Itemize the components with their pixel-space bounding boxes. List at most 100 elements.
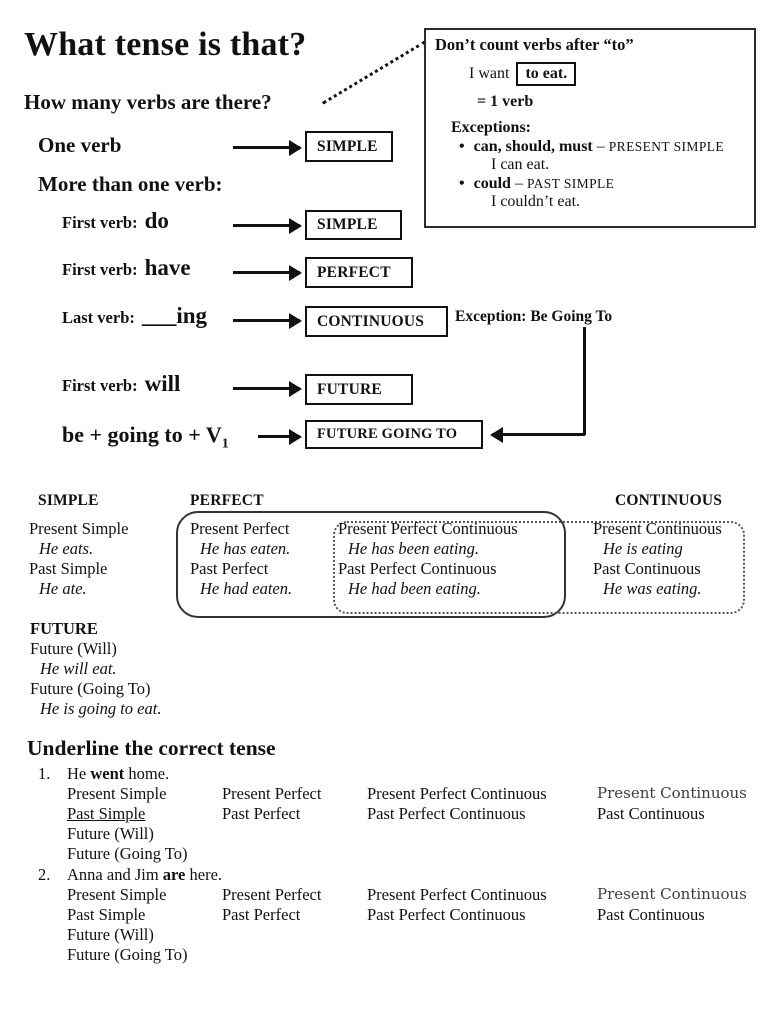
tense-name: Present Perfect (190, 519, 290, 538)
bullet-1-verbs: can, should, must (473, 138, 593, 155)
exercise-heading: Underline the correct tense (27, 736, 276, 760)
result-box-perfect: PERFECT (305, 257, 413, 288)
more-than-one-verb-label: More than one verb: (38, 172, 223, 196)
note-box-exceptions-label: Exceptions: (451, 119, 531, 136)
flow-row-do-label: First verb: do (62, 208, 169, 234)
exercise-item-1-options-row-3: Future (Will) (0, 824, 768, 844)
sentence-post: home. (124, 764, 170, 783)
option-past-simple: Past Simple (67, 905, 146, 924)
tense-example: He had been eating. (348, 579, 481, 598)
flow-row-goingto-subscript: 1 (221, 436, 229, 452)
option-past-perfect: Past Perfect (222, 804, 301, 823)
arrow-right-icon (233, 217, 302, 234)
tense-name: Past Simple (29, 559, 108, 578)
tense-name: Past Continuous (593, 559, 701, 578)
option-present-perfect: Present Perfect (222, 885, 322, 904)
tense-name: Future (Will) (30, 639, 117, 658)
option-past-simple-underlined: Past Simple (67, 804, 146, 823)
chart-header-perfect: PERFECT (190, 492, 264, 509)
option-past-perfect: Past Perfect (222, 905, 301, 924)
chart-header-simple: SIMPLE (38, 492, 99, 509)
option-future-will: Future (Will) (67, 824, 154, 843)
exercise-item-1-sentence-line: 1. He went home. (0, 764, 768, 784)
result-box-future: FUTURE (305, 374, 413, 405)
future-section: FUTURE Future (Will) He will eat. Future… (30, 619, 161, 719)
question-heading: How many verbs are there? (24, 90, 272, 114)
tense-name: Past Perfect (190, 559, 269, 578)
bullet-2-dash: – (514, 175, 523, 192)
flow-row-goingto-label: be + going to + V1 (62, 422, 229, 452)
flow-row-will-prefix: First verb: (62, 376, 138, 395)
flow-row-do-verb: do (144, 208, 169, 233)
bullet-2-verbs: could (473, 175, 511, 192)
perfect-group-outline (176, 511, 566, 618)
option-present-continuous: Present Continuous (597, 784, 747, 802)
tense-example: He is going to eat. (40, 699, 162, 718)
note-box-example-boxed: to eat. (516, 62, 577, 86)
option-past-perfect-continuous: Past Perfect Continuous (367, 905, 526, 924)
option-present-perfect-continuous: Present Perfect Continuous (367, 885, 547, 904)
bullet-1-dash: – (596, 138, 605, 155)
note-box: Don’t count verbs after “to” I want to e… (424, 28, 756, 228)
sentence-verb: are (162, 865, 186, 884)
tense-column-perfect-continuous: Present Perfect Continuous He has been e… (338, 519, 518, 599)
exercise-item-2-options-row-3: Future (Will) (0, 925, 768, 945)
bullet-1-tense: PRESENT SIMPLE (608, 139, 725, 154)
option-present-continuous: Present Continuous (597, 885, 747, 903)
item-sentence: He went home. (67, 764, 169, 784)
arrow-right-icon (233, 380, 302, 397)
tense-name: Past Perfect Continuous (338, 559, 497, 578)
result-box-simple-2: SIMPLE (305, 210, 402, 240)
exception-label: Exception: Be Going To (455, 308, 613, 325)
one-verb-label: One verb (38, 133, 122, 157)
flow-row-will-label: First verb: will (62, 371, 180, 397)
note-box-heading: Don’t count verbs after “to” (435, 35, 634, 54)
tense-column-simple: Present Simple He eats. Past Simple He a… (29, 519, 128, 599)
tense-name: Present Perfect Continuous (338, 519, 518, 538)
sentence-pre: Anna and Jim (67, 865, 163, 884)
arrow-right-icon (258, 428, 302, 445)
tense-column-perfect: Present Perfect He has eaten. Past Perfe… (190, 519, 292, 599)
future-header: FUTURE (30, 619, 98, 638)
flow-row-do-prefix: First verb: (62, 213, 138, 232)
continuous-group-outline (333, 521, 745, 614)
flow-row-ing-label: Last verb: ___ing (62, 303, 207, 329)
note-box-bullet-2: •could – PAST SIMPLE (459, 175, 745, 193)
item-sentence: Anna and Jim are here. (67, 865, 222, 885)
page-title: What tense is that? (24, 26, 307, 63)
arrow-right-icon (233, 312, 302, 329)
note-box-bullet-1: • can, should, must – PRESENT SIMPLE (459, 138, 745, 156)
arrow-right-icon (233, 264, 302, 281)
option-present-perfect-continuous: Present Perfect Continuous (367, 784, 547, 803)
exercise-item-2-options-row-1: Present Simple Present Perfect Present P… (0, 885, 768, 905)
exercise-item-2-options-row-2: Past Simple Past Perfect Past Perfect Co… (0, 905, 768, 925)
flow-row-goingto-verb: be + going to + V (62, 422, 222, 447)
item-number: 2. (38, 865, 51, 884)
tense-name: Present Simple (29, 519, 129, 538)
bullet-icon: • (459, 175, 465, 192)
option-past-continuous: Past Continuous (597, 804, 705, 823)
sentence-post: here. (185, 865, 223, 884)
result-box-future-going-to: FUTURE GOING TO (305, 420, 483, 449)
bullet-1-example: I can eat. (491, 156, 550, 173)
sentence-verb: went (90, 764, 125, 783)
item-number: 1. (38, 764, 51, 783)
tense-example: He has been eating. (348, 539, 480, 558)
tense-example: He eats. (39, 539, 94, 558)
tense-example: He was eating. (603, 579, 702, 598)
option-future-will: Future (Will) (67, 925, 154, 944)
exercise-item-2-sentence-line: 2. Anna and Jim are here. (0, 865, 768, 885)
exercise-item-1-options-row-2: Past Simple Past Perfect Past Perfect Co… (0, 804, 768, 824)
dotted-connector-line (322, 40, 427, 105)
arrow-right-icon (233, 139, 302, 156)
elbow-connector-vertical (583, 327, 586, 435)
flow-row-have-verb: have (144, 255, 191, 280)
flow-row-have-prefix: First verb: (62, 260, 138, 279)
tense-example: He is eating (603, 539, 683, 558)
option-future-going-to: Future (Going To) (67, 844, 188, 863)
tense-example: He has eaten. (200, 539, 291, 558)
tense-name: Future (Going To) (30, 679, 151, 698)
bullet-icon: • (459, 138, 465, 155)
flow-row-have-label: First verb: have (62, 255, 191, 281)
